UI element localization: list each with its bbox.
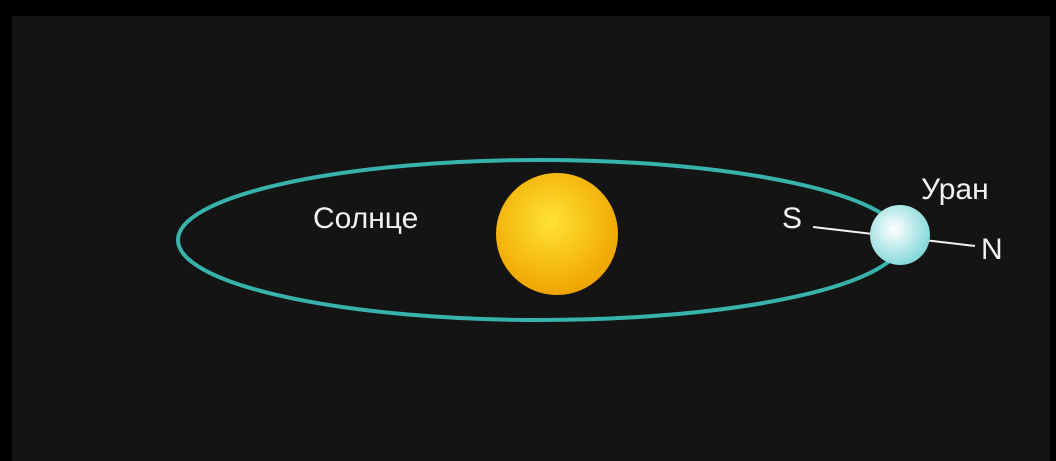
uranus-planet [870, 205, 930, 265]
sun-label: Солнце [313, 204, 418, 234]
sun [496, 173, 618, 295]
north-pole-label: N [981, 235, 1003, 265]
south-pole-label: S [782, 204, 802, 234]
planet-label: Уран [921, 175, 989, 205]
